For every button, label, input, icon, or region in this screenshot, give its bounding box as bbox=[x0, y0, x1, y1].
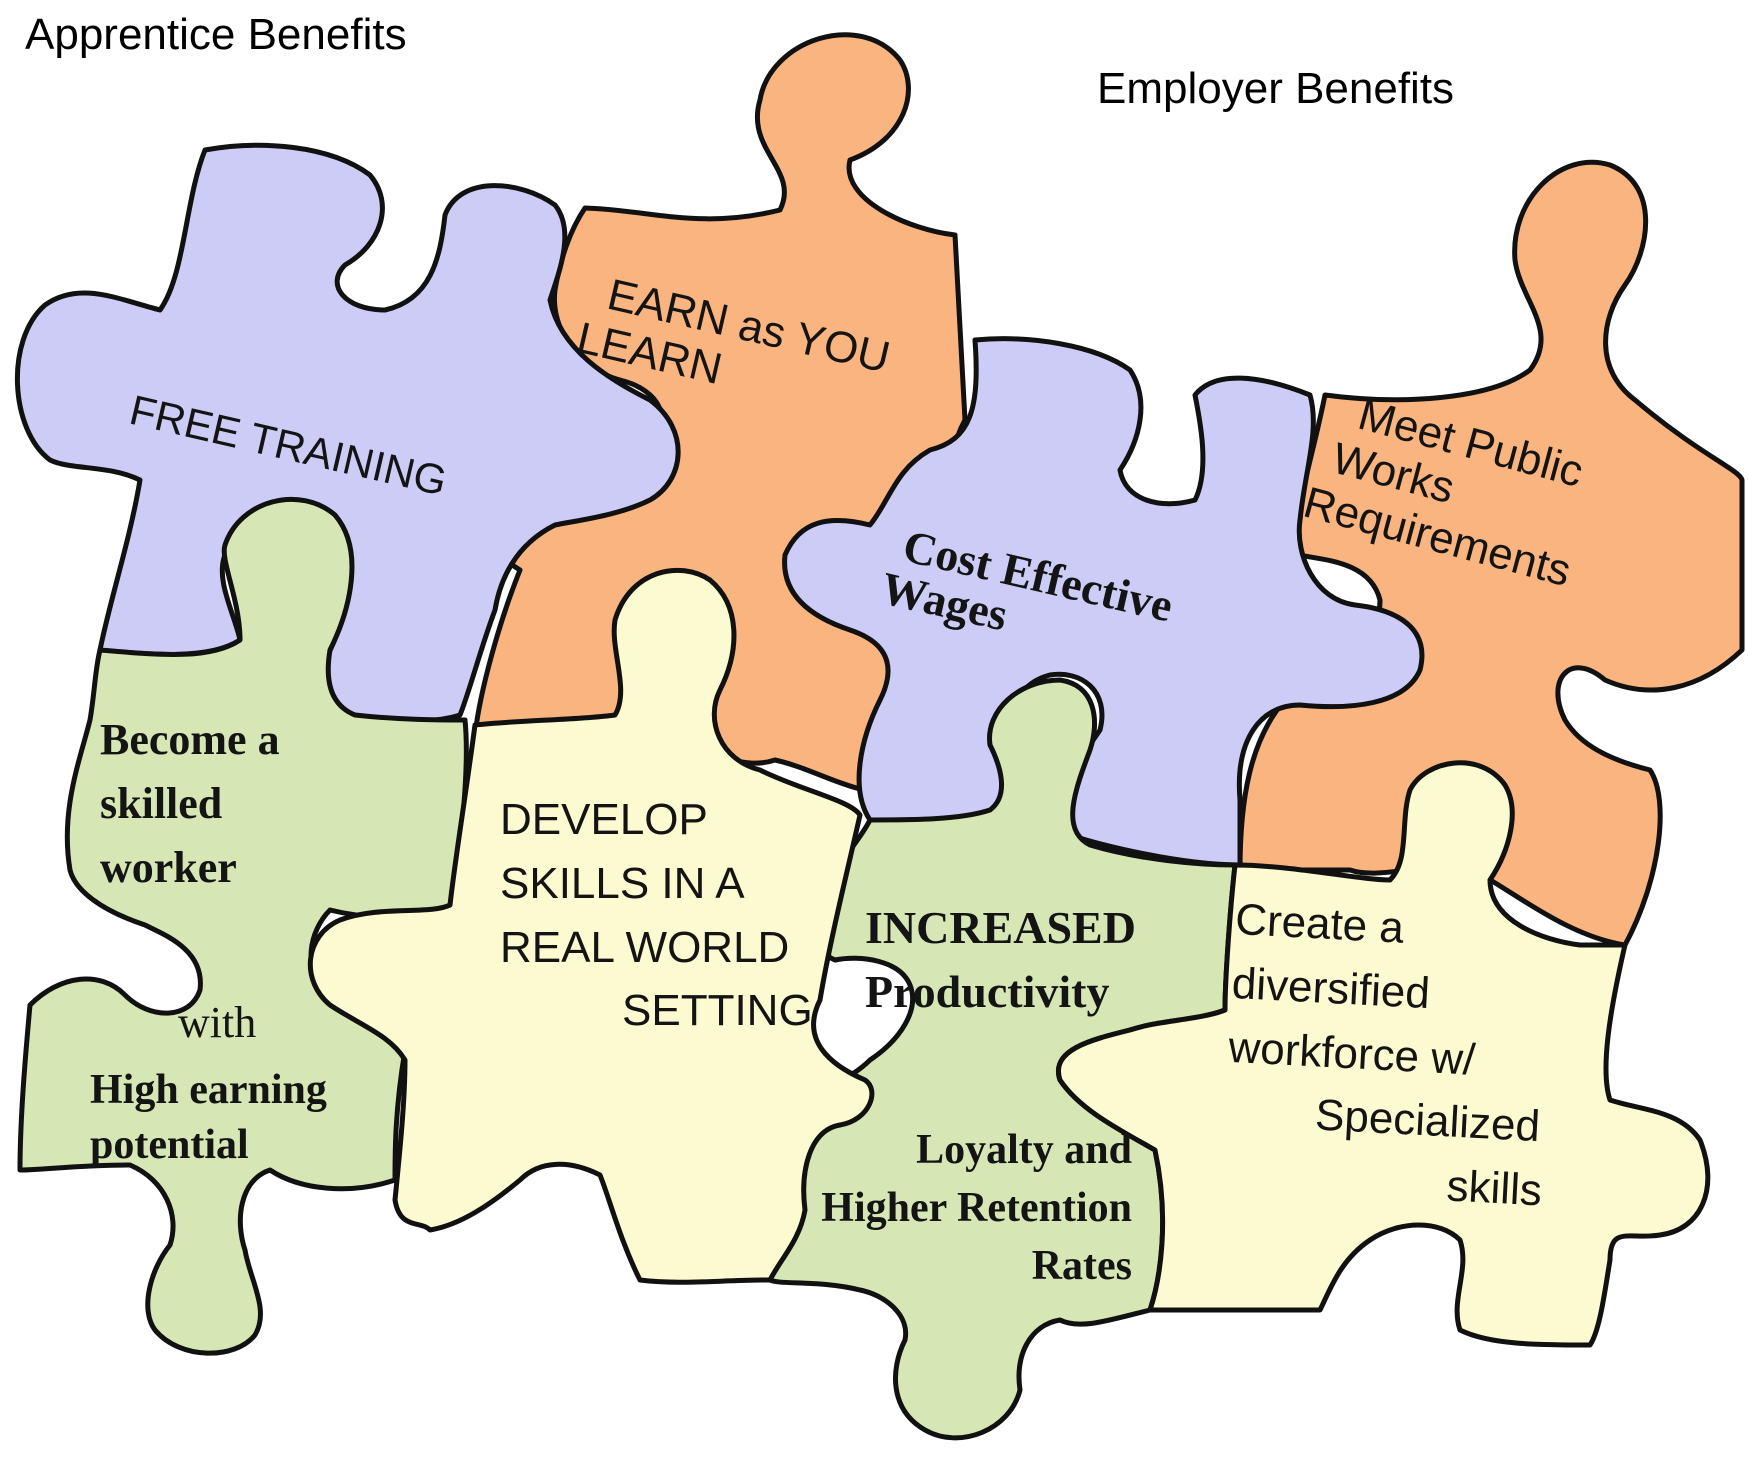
develop-line-2: SKILLS IN A bbox=[500, 858, 745, 908]
high-earning-label: High earning potential bbox=[90, 1063, 327, 1172]
skilled-line-6: potential bbox=[90, 1121, 249, 1168]
productivity-line-2: Productivity bbox=[865, 966, 1110, 1018]
loyalty-label: Loyalty and Higher Retention Rates bbox=[780, 1122, 1132, 1296]
productivity-line-4: Higher Retention bbox=[821, 1184, 1132, 1231]
skilled-line-1: Become a bbox=[100, 715, 280, 764]
increased-productivity-label: INCREASED Productivity bbox=[865, 896, 1136, 1025]
diversified-workforce-label: Create a diversified workforce w/ Specia… bbox=[1220, 888, 1557, 1223]
piece-develop-skills bbox=[307, 567, 875, 1285]
develop-skills-label: DEVELOP SKILLS IN A REAL WORLD SETTING bbox=[500, 788, 813, 1043]
develop-line-4: SETTING bbox=[622, 986, 813, 1036]
piece-cost-effective-wages bbox=[782, 336, 1425, 868]
piece-free-training bbox=[15, 142, 681, 724]
skilled-line-5: High earning bbox=[90, 1067, 327, 1113]
productivity-line-1: INCREASED bbox=[865, 902, 1136, 953]
productivity-line-5: Rates bbox=[1031, 1242, 1132, 1289]
diversified-line-4: Specialized bbox=[1313, 1090, 1542, 1152]
piece-skilled-worker bbox=[17, 497, 469, 1356]
skilled-line-3: worker bbox=[100, 842, 237, 892]
develop-line-1: DEVELOP bbox=[500, 795, 708, 844]
apprentice-benefits-header: Apprentice Benefits bbox=[25, 10, 407, 59]
skilled-line-2: skilled bbox=[100, 778, 223, 828]
develop-line-3: REAL WORLD bbox=[500, 922, 790, 972]
piece-diversified-workforce bbox=[1055, 760, 1711, 1348]
diversified-line-5: skills bbox=[1445, 1161, 1544, 1216]
skilled-worker-label: Become a skilled worker bbox=[100, 708, 280, 899]
productivity-line-3: Loyalty and bbox=[916, 1127, 1132, 1173]
employer-benefits-header: Employer Benefits bbox=[1097, 64, 1455, 113]
skilled-with-label: with bbox=[178, 998, 257, 1047]
